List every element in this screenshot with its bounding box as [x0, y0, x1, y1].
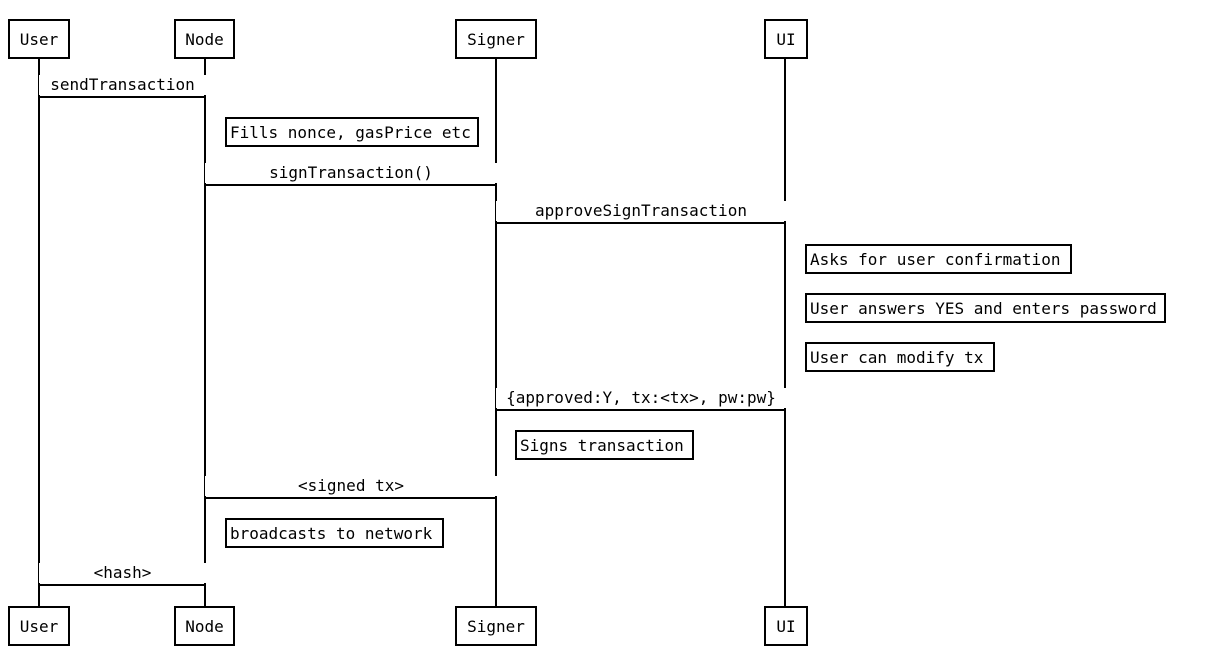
actor-node-top: Node	[174, 19, 235, 59]
message-label-send-transaction: sendTransaction	[39, 75, 206, 95]
message-line-approve-sign-transaction	[496, 222, 786, 224]
note-user-can-modify: User can modify tx	[805, 342, 995, 372]
message-line-signed-tx	[205, 497, 497, 499]
lifeline-ui	[784, 59, 786, 606]
actor-ui-bottom: UI	[764, 606, 808, 646]
note-broadcasts-network: broadcasts to network	[225, 518, 444, 548]
message-label-signed-tx: <signed tx>	[205, 476, 497, 496]
message-label-hash: <hash>	[39, 563, 206, 583]
actor-signer-top: Signer	[455, 19, 537, 59]
message-line-approved-payload	[496, 409, 786, 411]
note-signs-transaction: Signs transaction	[515, 430, 694, 460]
lifeline-user	[38, 59, 40, 606]
note-fills-nonce: Fills nonce, gasPrice etc	[225, 117, 479, 147]
note-user-answers-yes: User answers YES and enters password	[805, 293, 1166, 323]
note-asks-confirmation: Asks for user confirmation	[805, 244, 1072, 274]
message-label-approved-payload: {approved:Y, tx:<tx>, pw:pw}	[496, 388, 786, 408]
lifeline-node	[204, 59, 206, 606]
actor-user-bottom: User	[8, 606, 70, 646]
actor-signer-bottom: Signer	[455, 606, 537, 646]
message-line-sign-transaction	[205, 184, 497, 186]
message-line-send-transaction	[39, 96, 206, 98]
message-label-sign-transaction: signTransaction()	[205, 163, 497, 183]
message-label-approve-sign-transaction: approveSignTransaction	[496, 201, 786, 221]
message-line-hash	[39, 584, 206, 586]
actor-ui-top: UI	[764, 19, 808, 59]
lifeline-signer	[495, 59, 497, 606]
actor-node-bottom: Node	[174, 606, 235, 646]
actor-user-top: User	[8, 19, 70, 59]
